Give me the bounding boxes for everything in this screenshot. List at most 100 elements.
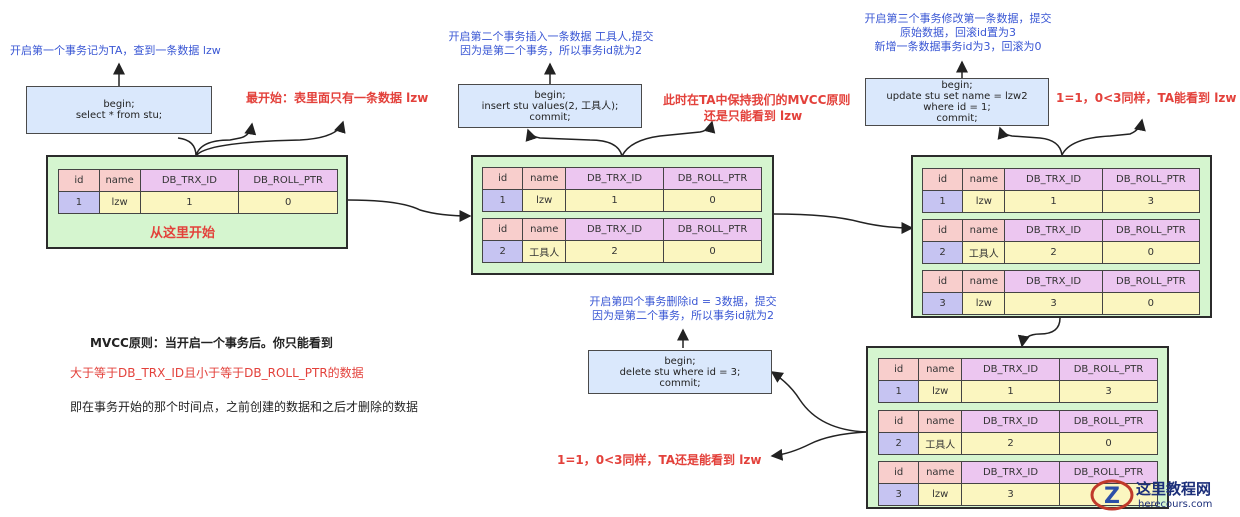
step3-table-2: id name DB_TRX_ID DB_ROLL_PTR 2 工具人 2 0 xyxy=(921,219,1201,264)
cell-name: 工具人 xyxy=(522,240,567,263)
cell-trx: 1 xyxy=(139,191,240,214)
cell-trx: 2 xyxy=(1004,241,1103,264)
cell-trx: 2 xyxy=(565,240,665,263)
sql-line: commit; xyxy=(529,111,571,123)
col-name: name xyxy=(522,167,567,190)
table-header-row: id name DB_TRX_ID DB_ROLL_PTR xyxy=(921,270,1201,293)
note-line: 因为是第二个事务，所以事务id就为2 xyxy=(591,309,775,322)
cell-roll: 0 xyxy=(663,189,762,212)
step1-sql-box: begin; select * from stu; xyxy=(26,86,212,134)
col-name: name xyxy=(918,461,963,484)
step1-side-note: 最开始：表里面只有一条数据 lzw xyxy=(246,91,429,105)
cell-name: lzw xyxy=(522,189,567,212)
col-roll: DB_ROLL_PTR xyxy=(238,169,338,192)
col-trx: DB_TRX_ID xyxy=(565,218,665,241)
table-header-row: id name DB_TRX_ID DB_ROLL_PTR xyxy=(877,358,1158,381)
col-roll: DB_ROLL_PTR xyxy=(663,218,762,241)
start-label: 从这里开始 xyxy=(150,226,216,241)
col-trx: DB_TRX_ID xyxy=(1004,168,1103,191)
sql-line: begin; xyxy=(103,99,135,110)
col-roll: DB_ROLL_PTR xyxy=(1059,358,1158,381)
cell-id: 3 xyxy=(877,483,920,506)
cell-trx: 2 xyxy=(961,432,1061,455)
cell-name: 工具人 xyxy=(918,432,963,455)
logo-icon: Z xyxy=(1090,479,1134,511)
sql-line: commit; xyxy=(936,113,978,124)
col-trx: DB_TRX_ID xyxy=(139,169,240,192)
table-row: 1 lzw 1 3 xyxy=(877,380,1158,403)
col-name: name xyxy=(962,270,1006,293)
cell-trx: 1 xyxy=(961,380,1061,403)
sql-line: commit; xyxy=(659,377,701,389)
cell-trx: 3 xyxy=(961,483,1061,506)
step1-note: 开启第一个事务记为TA，查到一条数据 lzw xyxy=(10,44,221,57)
col-trx: DB_TRX_ID xyxy=(961,358,1061,381)
col-id: id xyxy=(877,461,920,484)
step4-table-1: id name DB_TRX_ID DB_ROLL_PTR 1 lzw 1 3 xyxy=(877,358,1158,403)
table-row: 2 工具人 2 0 xyxy=(921,241,1201,264)
table-row: 1 lzw 1 3 xyxy=(921,190,1201,213)
note-line: 开启第三个事务修改第一条数据，提交 xyxy=(864,12,1052,25)
step3-table-3: id name DB_TRX_ID DB_ROLL_PTR 3 lzw 3 0 xyxy=(921,270,1201,315)
table-header-row: id name DB_TRX_ID DB_ROLL_PTR xyxy=(877,461,1158,484)
col-trx: DB_TRX_ID xyxy=(1004,270,1103,293)
cell-roll: 0 xyxy=(238,191,338,214)
table-row: 2 工具人 2 0 xyxy=(481,240,762,263)
table-header-row: id name DB_TRX_ID DB_ROLL_PTR xyxy=(921,168,1201,191)
sql-line: insert stu values(2, 工具人); xyxy=(481,100,619,112)
sql-line: where id = 1; xyxy=(923,102,991,113)
step1-table: id name DB_TRX_ID DB_ROLL_PTR 1 lzw 1 0 xyxy=(58,169,338,214)
sql-line: select * from stu; xyxy=(75,110,163,121)
rule-highlight: 大于等于DB_TRX_ID且小于等于DB_ROLL_PTR的数据 xyxy=(70,366,364,380)
note-line: 开启第二个事务插入一条数据 工具人,提交 xyxy=(448,30,654,43)
table-header-row: id name DB_TRX_ID DB_ROLL_PTR xyxy=(921,219,1201,242)
col-trx: DB_TRX_ID xyxy=(961,410,1061,433)
cell-name: lzw xyxy=(962,292,1006,315)
cell-id: 1 xyxy=(921,190,964,213)
note-line: 还是只能看到 lzw xyxy=(703,109,803,123)
cell-trx: 1 xyxy=(1004,190,1103,213)
col-id: id xyxy=(481,167,524,190)
sql-line: begin; xyxy=(534,89,566,101)
cell-id: 2 xyxy=(877,432,920,455)
table-row: 3 lzw 3 0 xyxy=(921,292,1201,315)
sql-line: begin; xyxy=(941,80,973,91)
col-roll: DB_ROLL_PTR xyxy=(1059,410,1158,433)
cell-roll: 0 xyxy=(1101,241,1201,264)
cell-trx: 1 xyxy=(565,189,665,212)
table-row: 2 工具人 2 0 xyxy=(877,432,1158,455)
step4-table-3: id name DB_TRX_ID DB_ROLL_PTR 3 lzw 3 xyxy=(877,461,1158,506)
table-header-row: id name DB_TRX_ID DB_ROLL_PTR xyxy=(877,410,1158,433)
rule-explanation: 即在事务开始的那个时间点，之前创建的数据和之后才删除的数据 xyxy=(70,400,419,414)
watermark-text: 这里教程网 xyxy=(1136,480,1212,498)
col-id: id xyxy=(921,270,964,293)
cell-name: lzw xyxy=(918,483,963,506)
note-line: 原始数据，回滚id置为3 xyxy=(899,26,1017,39)
col-id: id xyxy=(921,219,964,242)
note-line: 因为是第二个事务，所以事务id就为2 xyxy=(459,44,643,57)
col-roll: DB_ROLL_PTR xyxy=(1101,168,1201,191)
col-name: name xyxy=(918,358,963,381)
sql-line: delete stu where id = 3; xyxy=(619,366,741,378)
col-id: id xyxy=(481,218,524,241)
note-line: 新增一条数据事务id为3，回滚为0 xyxy=(874,40,1042,53)
rule-title: MVCC原则：当开启一个事务后。你只能看到 xyxy=(90,336,333,350)
step2-table-2: id name DB_TRX_ID DB_ROLL_PTR 2 工具人 2 0 xyxy=(481,218,762,263)
svg-text:Z: Z xyxy=(1104,484,1120,509)
cell-roll: 0 xyxy=(663,240,762,263)
step2-sql-box: begin; insert stu values(2, 工具人); commit… xyxy=(458,84,642,128)
cell-roll: 0 xyxy=(1101,292,1201,315)
col-name: name xyxy=(522,218,567,241)
step3-table-1: id name DB_TRX_ID DB_ROLL_PTR 1 lzw 1 3 xyxy=(921,168,1201,213)
cell-name: lzw xyxy=(918,380,963,403)
cell-roll: 3 xyxy=(1101,190,1201,213)
watermark-logo: Z 这里教程网 herecours.com xyxy=(1090,474,1240,517)
col-trx: DB_TRX_ID xyxy=(1004,219,1103,242)
step4-side-note: 1=1，0<3同样，TA还是能看到 lzw xyxy=(557,453,762,467)
step2-side-note: 此时在TA中保持我们的MVCC原则 还是只能看到 lzw xyxy=(663,92,850,124)
table-header-row: id name DB_TRX_ID DB_ROLL_PTR xyxy=(58,169,338,192)
step3-note: 开启第三个事务修改第一条数据，提交 原始数据，回滚id置为3 新增一条数据事务i… xyxy=(848,12,1068,54)
col-roll: DB_ROLL_PTR xyxy=(1101,219,1201,242)
col-trx: DB_TRX_ID xyxy=(961,461,1061,484)
